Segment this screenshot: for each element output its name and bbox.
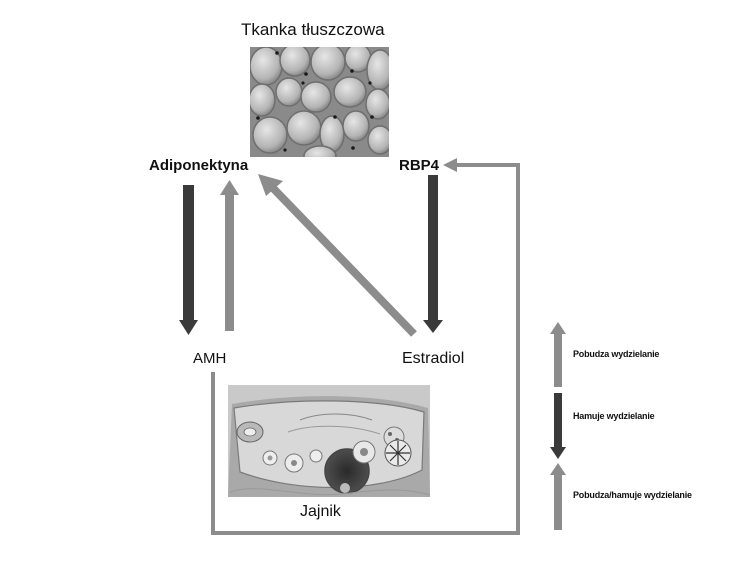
arrow-estradiol-to-adiponectin — [258, 174, 417, 337]
estradiol-label: Estradiol — [402, 350, 465, 367]
legend-stimulates-label: Pobudza wydzielanie — [573, 349, 660, 359]
arrow-amh-to-adiponectin — [220, 180, 239, 331]
adipose-tissue-image — [250, 47, 389, 157]
adiponectin-label: Adiponektyna — [149, 157, 249, 174]
legend-inhibits-arrow — [550, 393, 566, 459]
arrow-feedback-loop — [211, 158, 520, 535]
ovary-label: Jajnik — [300, 503, 341, 520]
arrow-adiponectin-to-amh — [179, 185, 198, 335]
legend-inhibits-label: Hamuje wydzielanie — [573, 411, 655, 421]
legend-stimulates-inhibits-label: Pobudza/hamuje wydzielanie — [573, 490, 692, 500]
adipose-tissue-title: Tkanka tłuszczowa — [241, 20, 385, 39]
ovary-image — [228, 385, 431, 497]
arrow-rbp4-to-estradiol — [423, 175, 443, 333]
legend-stimulates-inhibits-arrow — [550, 463, 566, 530]
amh-label: AMH — [193, 350, 227, 367]
rbp4-label: RBP4 — [399, 157, 440, 174]
legend-stimulates-arrow — [550, 322, 566, 387]
